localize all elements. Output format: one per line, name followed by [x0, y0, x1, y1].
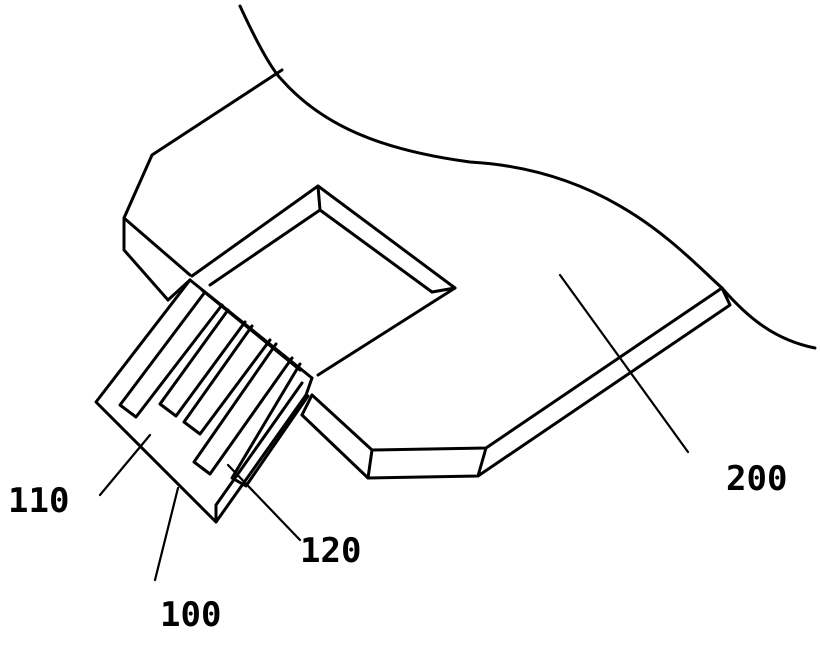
plate-wavy-top-edge	[238, 4, 724, 290]
plate-wavy-right-edge	[720, 286, 817, 350]
comb-finger-5	[230, 362, 310, 488]
label-110: 110	[8, 481, 69, 521]
component-120-comb-fingers	[118, 290, 310, 488]
plate-corner-edge-2	[476, 446, 488, 478]
plate-right-top-edge	[310, 286, 724, 452]
recess-inner-rim	[208, 208, 434, 294]
reference-numerals: 200 110 120 100	[8, 459, 787, 635]
plate-corner-edge-3	[300, 393, 314, 417]
plate-left-side-face	[122, 216, 170, 302]
leader-line-200	[558, 273, 690, 454]
label-120: 120	[300, 531, 361, 571]
chip-right-thickness	[214, 381, 304, 524]
plate-top-left-edge	[122, 68, 284, 277]
leader-line-100	[153, 486, 180, 582]
comb-finger-4	[192, 342, 294, 476]
recess-outer-rim	[190, 184, 457, 377]
component-200-plate	[122, 4, 817, 480]
label-100: 100	[160, 595, 221, 635]
label-200: 200	[726, 459, 787, 499]
leader-lines	[98, 273, 690, 582]
plate-corner-edge-1	[366, 448, 374, 480]
plate-bottom-edge	[300, 286, 732, 480]
recess-rim-corner-top	[316, 184, 322, 212]
comb-finger-1	[118, 290, 224, 419]
chip-left-notch	[166, 278, 192, 302]
leader-line-110	[98, 433, 152, 497]
recess-rim-corner-right	[430, 286, 457, 294]
comb-finger-3	[182, 324, 272, 436]
plate-recess	[190, 184, 457, 377]
leader-line-120	[226, 463, 302, 542]
comb-finger-2	[158, 308, 247, 418]
